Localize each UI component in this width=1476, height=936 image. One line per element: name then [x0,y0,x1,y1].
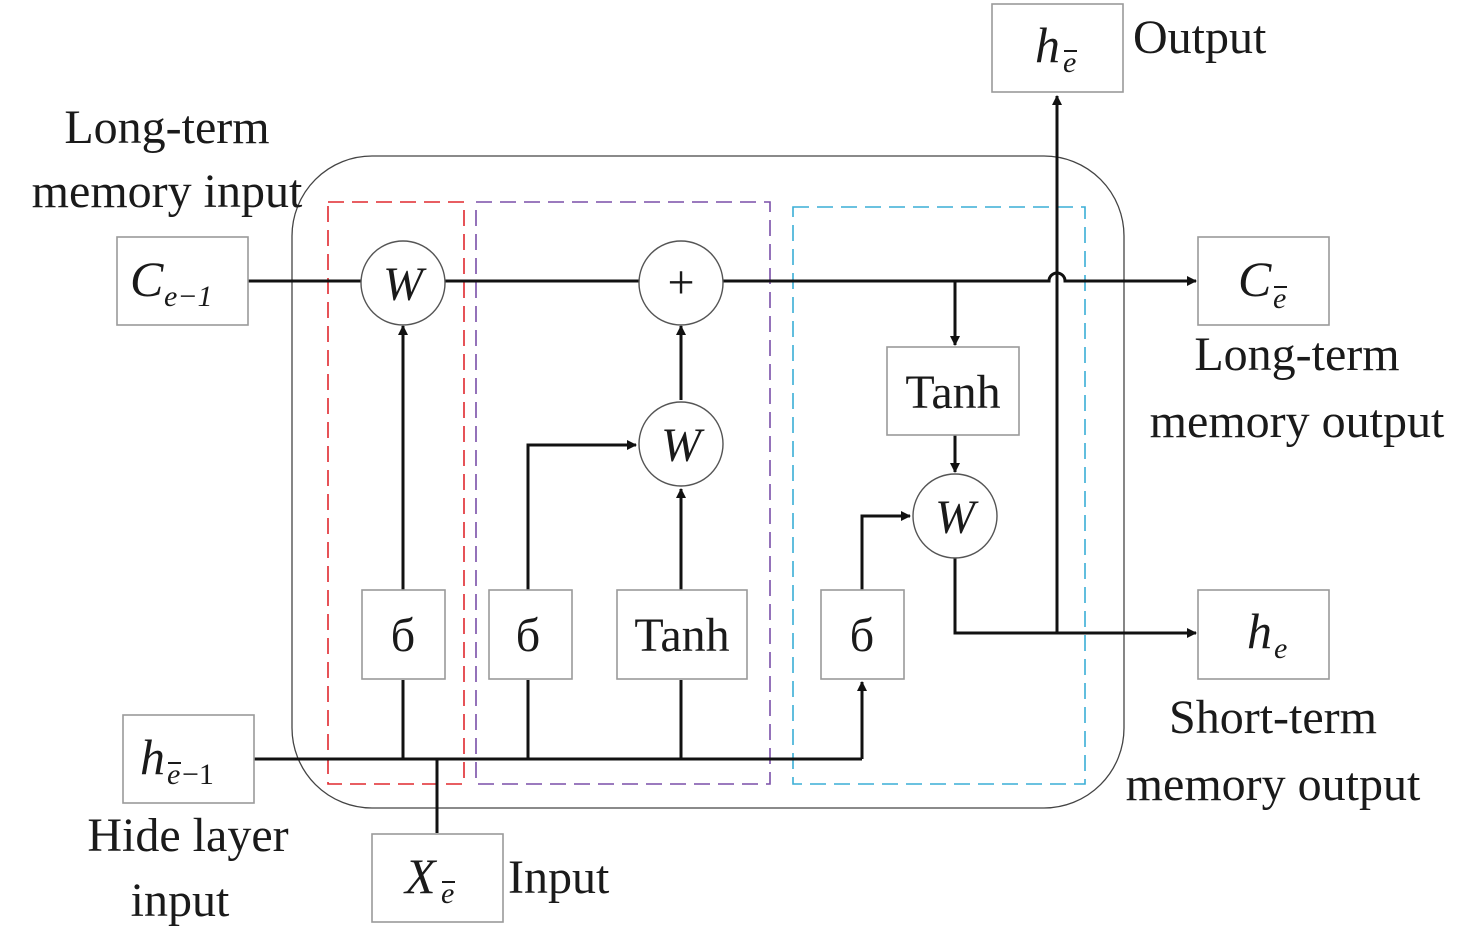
svg-text:б: б [391,609,415,662]
svg-text:+: + [667,256,694,309]
lstm-cell-boundary [291,155,1125,809]
svg-text:h: h [1247,603,1272,659]
output-label: Output [1133,11,1267,64]
add-node: + [638,240,724,326]
svg-text:e: e [1063,46,1076,79]
svg-text:−1: −1 [182,758,214,791]
svg-text:Tanh: Tanh [905,366,1000,419]
cell-state-prev-box: C e−1 [116,236,249,326]
long-term-output-label-line1: Long-term [1194,328,1399,381]
hidden-state-out-box: h e [1197,589,1330,680]
hide-layer-input-label-line2: input [131,874,230,927]
input-sigma-box: б [488,589,573,680]
input-tanh-box: Tanh [616,589,748,680]
wire-w3-to-h [953,558,1197,638]
cell-state-out-box: C e [1197,236,1330,326]
svg-text:e: e [1273,282,1286,315]
long-term-output-label-line2: memory output [1150,395,1445,448]
svg-text:X: X [403,848,438,904]
long-term-input-label-line1: Long-term [64,101,269,154]
hidden-output-top-box: h e [991,3,1124,93]
long-term-input-label-line2: memory input [32,165,303,218]
forget-sigma-box: б [361,589,446,680]
svg-text:Tanh: Tanh [634,609,729,662]
svg-text:б: б [850,609,874,662]
svg-text:e: e [167,758,180,791]
svg-text:e: e [1274,632,1287,665]
short-term-output-label-line2: memory output [1126,758,1421,811]
svg-text:h: h [140,729,165,785]
input-multiply-node: W [638,401,724,487]
svg-text:C: C [130,251,164,307]
output-sigma-box: б [820,589,905,680]
hidden-state-prev-box: h e −1 [122,714,255,804]
input-gate-region [475,201,771,785]
svg-text:б: б [516,609,540,662]
svg-text:W: W [383,258,427,311]
input-label: Input [508,851,610,904]
hide-layer-input-label-line1: Hide layer [87,809,288,862]
wire-sigma2-to-w2 [526,440,637,590]
svg-text:W: W [661,419,705,472]
output-tanh-box: Tanh [886,346,1020,436]
output-multiply-node: W [912,473,998,559]
input-x-box: X e [371,833,504,923]
short-term-output-label-line1: Short-term [1169,691,1377,744]
wire-cell-out [723,271,1197,286]
svg-text:W: W [935,491,979,544]
svg-text:e: e [441,877,454,910]
svg-text:C: C [1238,251,1272,307]
svg-text:h: h [1035,17,1060,73]
forget-multiply-node: W [360,240,446,326]
wire-sigma3-to-w3 [860,511,911,590]
output-gate-region [792,206,1086,785]
svg-text:e−1: e−1 [164,280,213,313]
